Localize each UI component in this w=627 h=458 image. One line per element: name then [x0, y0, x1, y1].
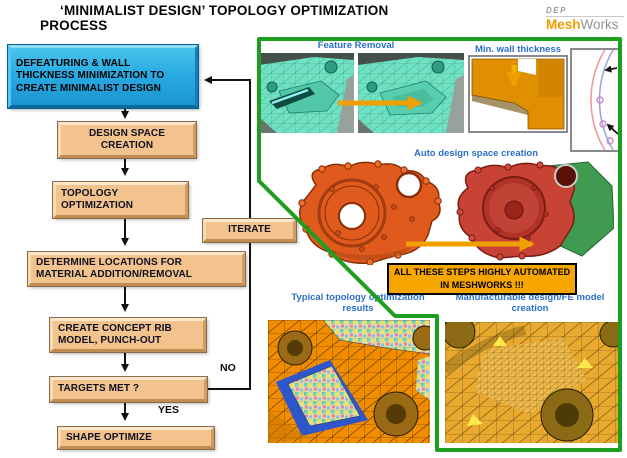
- logo-works-text: Works: [580, 17, 619, 32]
- wall-section-frame: [570, 48, 622, 152]
- caption-auto-design: Auto design space creation: [413, 148, 539, 159]
- automation-note-box: ALL THESE STEPS HIGHLY AUTOMATED IN MESH…: [387, 263, 577, 295]
- flow-box-targets-met: TARGETS MET ?: [50, 377, 207, 402]
- flow-box-determine: DETERMINE LOCATIONS FOR MATERIAL ADDITIO…: [28, 252, 245, 286]
- logo-brand-text: MeshWorks: [546, 17, 624, 33]
- caption-typical-results: Typical topology optimization results: [291, 292, 425, 315]
- logo-mesh-text: Mesh: [546, 17, 581, 32]
- caption-manufacturable: Manufacturable design/FE model creation: [455, 292, 605, 315]
- flow-box-iterate: ITERATE: [203, 219, 296, 242]
- yes-branch-label: YES: [158, 404, 180, 416]
- slide-title-line2: PROCESS: [40, 18, 108, 33]
- min-wall-image: [471, 58, 565, 130]
- caption-min-wall: Min. wall thickness: [474, 44, 562, 55]
- flow-box-create-rib: CREATE CONCEPT RIB MODEL, PUNCH-OUT: [50, 318, 206, 352]
- topology-results-image: [268, 320, 430, 443]
- feature-removal-after-image: [358, 53, 464, 133]
- flow-box-design-space: DESIGN SPACE CREATION: [58, 122, 196, 158]
- slide-title-line1: ‘MINIMALIST DESIGN’ TOPOLOGY OPTIMIZATIO…: [60, 3, 389, 18]
- housing-before-image: [298, 160, 442, 265]
- no-branch-label: NO: [220, 362, 236, 374]
- logo-dep-text: DEP: [546, 6, 624, 17]
- flow-box-topology: TOPOLOGY OPTIMIZATION: [53, 182, 188, 218]
- caption-feature-removal: Feature Removal: [317, 40, 395, 51]
- manufacturable-model-image: [445, 322, 618, 443]
- min-wall-image-frame: [468, 55, 568, 133]
- pointer-arrow-icon: [604, 65, 618, 73]
- meshworks-logo: DEP MeshWorks: [546, 6, 624, 33]
- pointer-arrow-icon: [606, 123, 619, 135]
- flow-box-defeaturing: DEFEATURING & WALL THICKNESS MINIMIZATIO…: [8, 45, 198, 108]
- wall-section-image: [590, 50, 619, 150]
- housing-design-space-image: [456, 161, 614, 261]
- flow-box-shape-optimize: SHAPE OPTIMIZE: [58, 427, 214, 449]
- feature-removal-before-image: [259, 53, 354, 133]
